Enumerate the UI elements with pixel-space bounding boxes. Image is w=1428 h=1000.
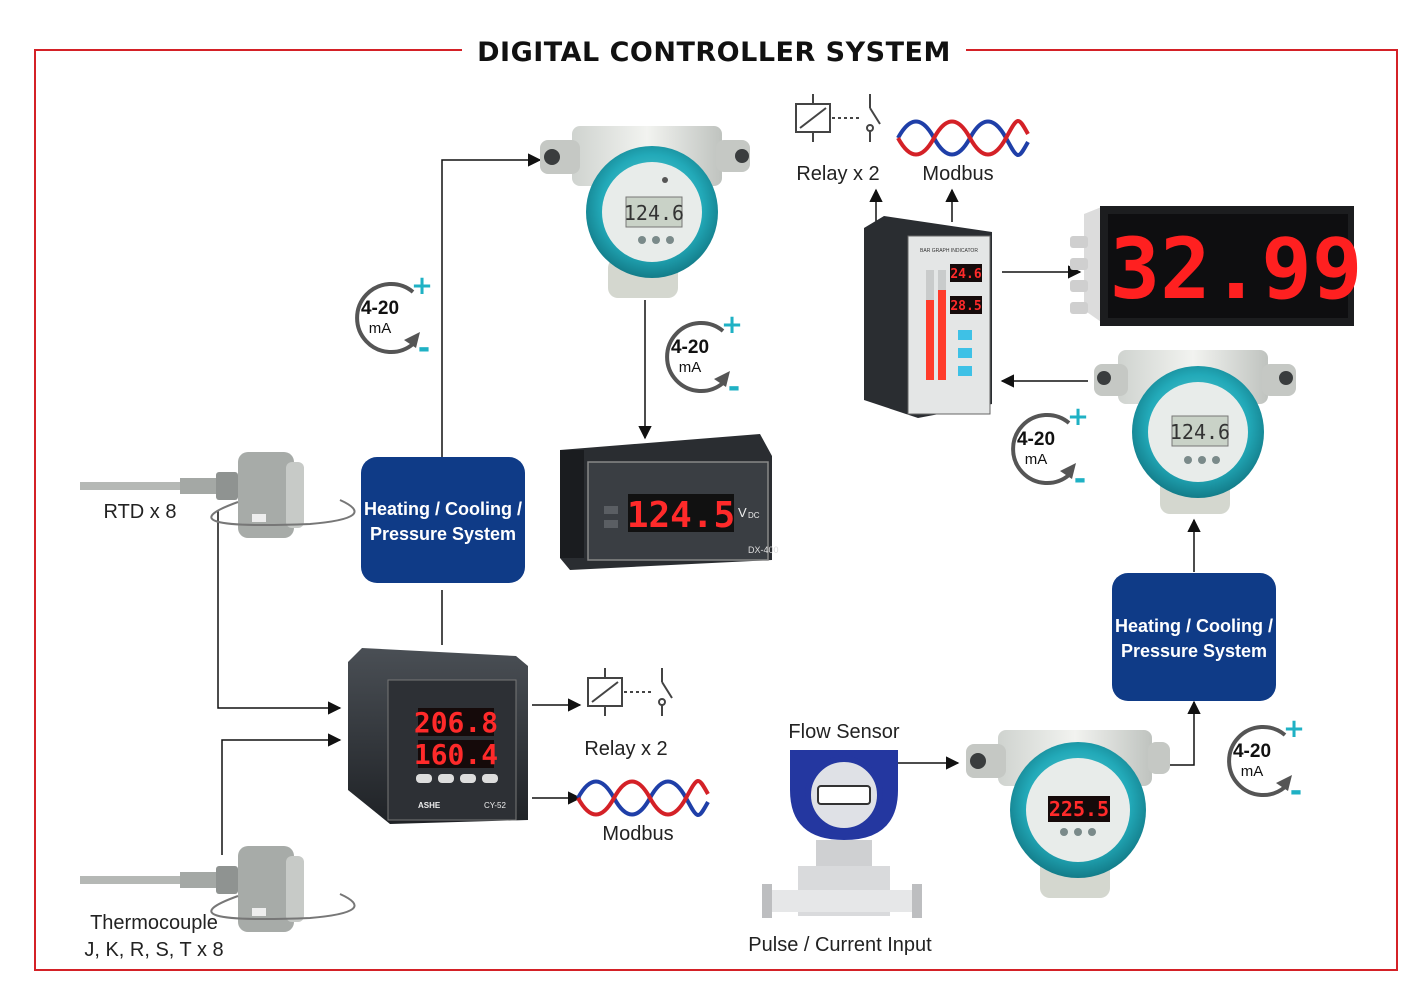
ma-loop-1: 4-20 mA + - — [355, 271, 433, 366]
big-display-value: 32.99 — [1110, 220, 1363, 318]
controller-brand: ASHE — [418, 801, 441, 810]
controller-bottom-value: 160.4 — [414, 738, 498, 771]
panel-meter-unit: V — [738, 505, 747, 520]
ma-loop-1-unit: mA — [369, 320, 392, 337]
transmitter-top-display: 124.6 — [624, 201, 684, 225]
transmitter-right: 124.6 — [1094, 350, 1296, 514]
ma-loop-4-unit: mA — [1241, 763, 1264, 780]
big-display: 32.99 — [1070, 206, 1362, 326]
bargraph-indicator: BAR GRAPH INDICATOR 24.6 28.5 — [864, 216, 992, 418]
connector-hvac-to-transmitter — [441, 153, 542, 457]
thermocouple-label-line1: Thermocouple — [90, 912, 218, 934]
rtd-label: RTD x 8 — [104, 501, 177, 523]
relay-label-top: Relay x 2 — [796, 163, 879, 185]
panel-meter-model: DX-400 — [748, 545, 779, 555]
thermocouple-label-line2: J, K, R, S, T x 8 — [84, 939, 223, 961]
panel-meter: 124.5 V DC DX-400 — [560, 434, 779, 570]
ma-loop-2-range: 4-20 — [671, 337, 709, 358]
hvac-box-right-line1: Heating / Cooling / — [1115, 616, 1273, 636]
hvac-box-left-line2: Pressure System — [370, 524, 516, 544]
hvac-box-right: Heating / Cooling / Pressure System — [1112, 573, 1276, 701]
flow-transmitter-display: 225.5 — [1049, 797, 1109, 821]
ma-loop-1-range: 4-20 — [361, 298, 399, 319]
flow-sensor-label: Flow Sensor — [788, 721, 899, 743]
ma-loop-2-unit: mA — [679, 359, 702, 376]
ma-loop-4-plus: + — [1283, 714, 1305, 744]
bargraph-bottom-value: 28.5 — [950, 299, 981, 314]
ma-loop-2: 4-20 mA + - — [665, 310, 743, 405]
thermocouple-probe — [80, 846, 356, 932]
relay-label-left: Relay x 2 — [584, 738, 667, 760]
bargraph-header: BAR GRAPH INDICATOR — [920, 248, 978, 254]
controller-cy52: 206.8 160.4 ASHE CY-52 — [348, 648, 528, 824]
ma-loop-3-unit: mA — [1025, 451, 1048, 468]
transmitter-flow: 225.5 — [966, 730, 1170, 898]
connector-thermocouple-to-controller — [221, 733, 342, 855]
controller-model: CY-52 — [484, 801, 506, 810]
ma-loop-1-plus: + — [411, 271, 433, 301]
modbus-icon-left — [576, 778, 710, 818]
modbus-label-top: Modbus — [922, 163, 993, 185]
relay-icon-top — [795, 93, 881, 143]
ma-loop-4: 4-20 mA + - — [1227, 714, 1305, 809]
flow-sensor — [762, 750, 922, 918]
controller-top-value: 206.8 — [414, 706, 498, 739]
transmitter-top: 124.6 — [540, 126, 750, 298]
hvac-box-left-line1: Heating / Cooling / — [364, 499, 522, 519]
ma-loop-1-minus: - — [418, 331, 430, 366]
ma-loop-4-minus: - — [1290, 774, 1302, 809]
connector-flow-transmitter-to-hvac — [1166, 700, 1201, 766]
ma-loop-3-minus: - — [1074, 462, 1086, 497]
ma-loop-3-range: 4-20 — [1017, 429, 1055, 450]
hvac-box-left: Heating / Cooling / Pressure System — [361, 457, 525, 583]
hvac-box-right-line2: Pressure System — [1121, 641, 1267, 661]
page-title: DIGITAL CONTROLLER SYSTEM — [477, 37, 951, 68]
transmitter-right-display: 124.6 — [1170, 420, 1230, 444]
bargraph-top-value: 24.6 — [950, 267, 981, 282]
ma-loop-3-plus: + — [1067, 402, 1089, 432]
panel-meter-unit-sub: DC — [748, 511, 760, 520]
modbus-label-left: Modbus — [602, 823, 673, 845]
rtd-probe — [80, 452, 356, 538]
connector-rtd-to-controller — [217, 510, 342, 715]
ma-loop-4-range: 4-20 — [1233, 741, 1271, 762]
ma-loop-3: 4-20 mA + - — [1011, 402, 1089, 497]
flow-input-label: Pulse / Current Input — [748, 934, 932, 956]
modbus-icon-top — [896, 118, 1030, 158]
ma-loop-2-minus: - — [728, 370, 740, 405]
relay-icon-left — [587, 667, 673, 717]
ma-loop-2-plus: + — [721, 310, 743, 340]
panel-meter-value: 124.5 — [627, 495, 735, 536]
